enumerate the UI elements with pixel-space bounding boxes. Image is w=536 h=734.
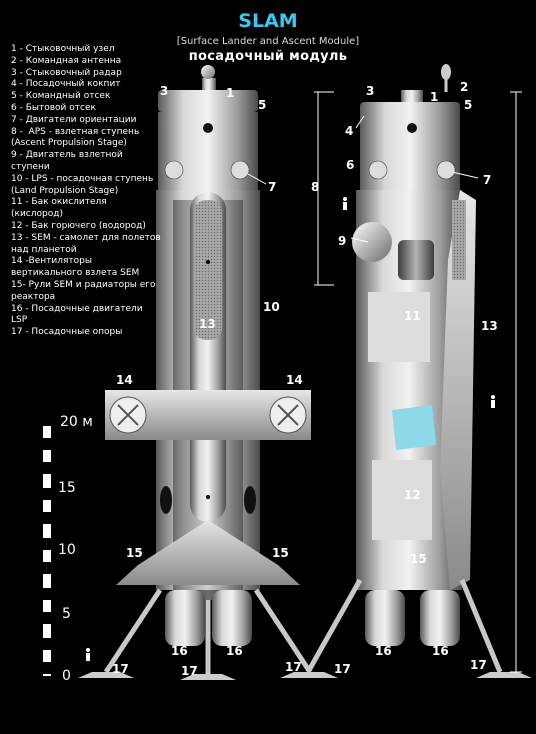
scale-label: 0 [62,668,71,684]
legend-item: 16 - Посадочные двигатели LSP [11,303,146,326]
legend-item: 10 - LPS - посадочная ступень (Land Prop… [11,173,157,196]
legend-item: 3 - Стыковочный радар [11,67,122,78]
scale-bar [43,426,51,676]
callout-1: 1 [226,86,235,100]
callout-16: 16 [432,644,449,658]
callout-5: 5 [258,98,267,112]
callout-3: 3 [160,84,169,98]
scale-label: 15 [58,480,76,496]
callout-2: 2 [460,80,469,94]
legend-list: 1 - Стыковочный узел 2 - Командная антен… [11,44,161,339]
callout-16: 16 [375,644,392,658]
callout-5: 5 [464,98,473,112]
legend-item: 7 - Двигатели ориентации [11,114,137,125]
callout-13: 13 [481,319,498,333]
leader-lines [247,115,479,243]
callout-15: 15 [410,552,427,566]
callout-7: 7 [268,180,277,194]
legend-item: 17 - Посадочные опоры [11,327,123,338]
callout-14: 14 [286,373,303,387]
legend-item: 6 - Бытовой отсек [11,102,96,113]
callout-17: 17 [112,662,129,676]
diagram-title: SLAM [238,10,298,32]
legend-item: 4 - Посадочный кокпит [11,79,121,90]
legend-item: 8 - APS - взлетная ступень (Ascent Propu… [11,126,143,149]
diagram-subtitle: [Surface Lander and Ascent Module] [176,36,360,47]
callout-15: 15 [126,546,143,560]
callout-8: 8 [311,180,320,194]
scale-label: 5 [62,606,71,622]
callout-7: 7 [483,173,492,187]
callout-15: 15 [272,546,289,560]
legend-item: 1 - Стыковочный узел [11,44,115,54]
callout-14: 14 [116,373,133,387]
lander-front-view [78,65,336,680]
legend-item: 15- Рули SEM и радиаторы его реактора [11,279,159,302]
callout-13: 13 [199,317,216,331]
callout-4: 4 [345,124,354,138]
callout-9: 9 [338,234,347,248]
scale-label: 10 [58,542,76,558]
callout-11: 11 [404,309,421,323]
scale-label: 20 м [60,414,93,430]
legend-item: 12 - Бак горючего (водород) [11,220,146,231]
legend-item: 2 - Командная антенна [11,55,122,66]
callout-16: 16 [226,644,243,658]
callout-17: 17 [334,662,351,676]
callout-3: 3 [366,84,375,98]
callout-10: 10 [263,300,280,314]
legend-item: 13 - SEM - самолет для полетов над плане… [11,232,161,255]
callout-12: 12 [404,488,421,502]
legend-item: 9 - Двигатель взлетной ступени [11,150,126,172]
callout-16: 16 [171,644,188,658]
callout-1: 1 [430,90,439,104]
callout-17: 17 [181,664,198,678]
legend-item: 5 - Командный отсек [11,91,111,102]
legend-item: 14 -Вентиляторы вертикального взлета SEM [11,256,140,279]
callout-6: 6 [346,158,355,172]
human-scale-figures [86,197,495,661]
callout-17: 17 [470,658,487,672]
diagram-subtitle-ru: посадочный модуль [188,49,348,64]
legend-item: 11 - Бак окислителя (кислород) [11,197,110,220]
lander-side-view [282,64,532,678]
callout-17: 17 [285,660,302,674]
